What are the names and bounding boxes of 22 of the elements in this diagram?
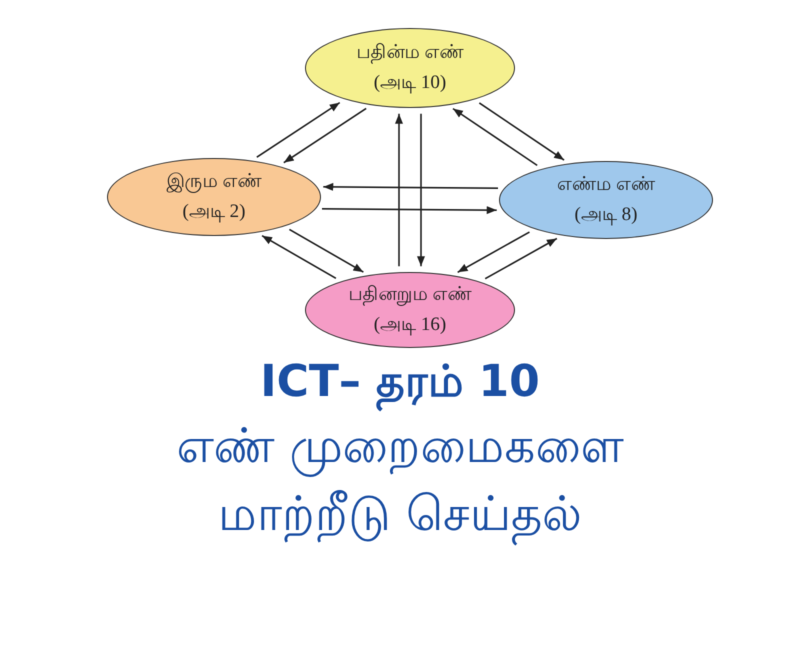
title: ICT– தரம் 10 xyxy=(260,352,540,412)
arrow xyxy=(395,114,403,266)
subtitle: எண் முறைமைகளை மாற்றீடு செய்தல் xyxy=(90,412,710,548)
arrow xyxy=(484,238,558,280)
node-subtitle: (அடி 10) xyxy=(374,71,446,96)
arrow xyxy=(452,108,538,166)
arrow xyxy=(322,206,497,214)
arrow xyxy=(323,182,498,191)
arrow xyxy=(256,102,340,158)
node-subtitle: (அடி 16) xyxy=(374,313,446,338)
node-title: பதினறும எண் xyxy=(348,283,472,308)
arrow xyxy=(262,235,336,280)
node-title: எண்ம எண் xyxy=(557,173,655,197)
node-title: இரும எண் xyxy=(166,170,262,195)
node-title: பதின்ம எண் xyxy=(356,41,464,66)
arrow xyxy=(283,108,367,164)
arrow xyxy=(417,114,425,266)
arrow xyxy=(478,102,565,161)
node-subtitle: (அடி 2) xyxy=(182,200,246,224)
node-subtitle: (அடி 8) xyxy=(574,203,638,228)
arrow xyxy=(289,228,364,273)
arrow xyxy=(457,231,530,273)
